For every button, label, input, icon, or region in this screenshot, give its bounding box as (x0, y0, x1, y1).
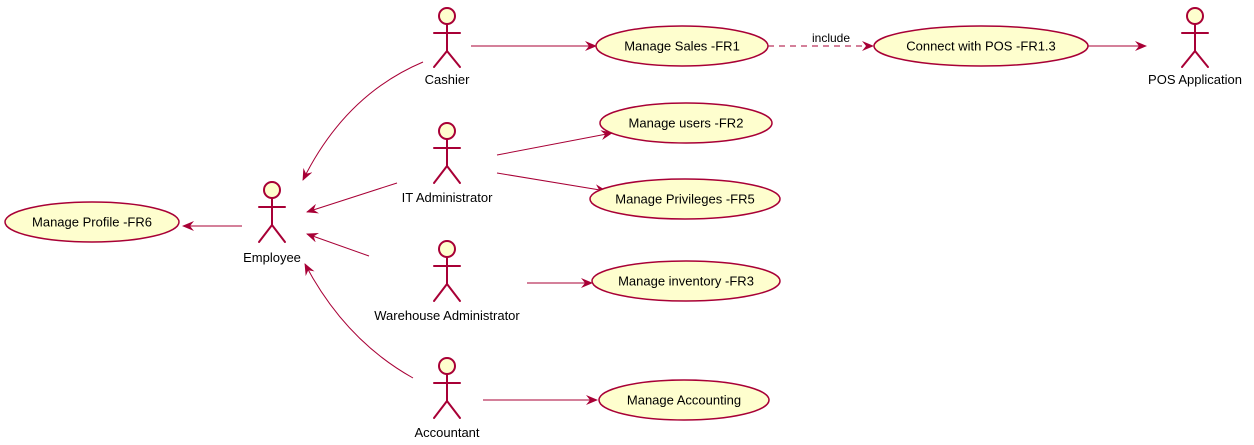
edges: include (182, 31, 1147, 405)
actor-label: Accountant (414, 425, 479, 440)
actor-head (438, 240, 456, 258)
actor-employee[interactable]: Employee (243, 181, 301, 265)
actor-label: IT Administrator (402, 190, 493, 205)
use-case-label: Connect with POS -FR1.3 (906, 39, 1056, 54)
use-case-manage-inventory[interactable]: Manage inventory -FR3 (591, 260, 781, 302)
actor-label: POS Application (1148, 72, 1242, 87)
actor-head (1186, 7, 1204, 25)
actor-pos-application[interactable]: POS Application (1148, 7, 1242, 87)
actor-label: Cashier (425, 72, 470, 87)
actor-head (438, 122, 456, 140)
actor-accountant[interactable]: Accountant (414, 357, 480, 440)
actor-warehouse-administrator[interactable]: Warehouse Administrator (374, 240, 520, 323)
edge-it-admin-employee (306, 182, 398, 214)
use-case-manage-users[interactable]: Manage users -FR2 (599, 102, 773, 144)
use-case-manage-accounting[interactable]: Manage Accounting (598, 379, 770, 421)
use-case-manage-profile[interactable]: Manage Profile -FR6 (4, 201, 180, 243)
actor-label: Warehouse Administrator (374, 308, 520, 323)
edge-accountant-employee (304, 263, 414, 379)
use-case-label: Manage Sales -FR1 (624, 39, 740, 54)
use-case-label: Manage Accounting (627, 393, 741, 408)
actor-label: Employee (243, 250, 301, 265)
actor-head (438, 7, 456, 25)
actor-cashier[interactable]: Cashier (425, 7, 470, 87)
actor-head (438, 357, 456, 375)
actor-head (263, 181, 281, 199)
include-label: include (812, 31, 850, 45)
use-case-label: Manage Privileges -FR5 (615, 192, 754, 207)
edge-it-admin-manage-users (496, 130, 613, 156)
edge-warehouse-employee (306, 232, 370, 257)
actor-it-administrator[interactable]: IT Administrator (402, 122, 493, 205)
edge-cashier-employee (302, 61, 424, 181)
use-case-manage-privileges[interactable]: Manage Privileges -FR5 (589, 178, 781, 220)
use-case-label: Manage inventory -FR3 (618, 274, 754, 289)
use-case-label: Manage Profile -FR6 (32, 215, 152, 230)
use-case-connect-pos[interactable]: Connect with POS -FR1.3 (873, 25, 1089, 67)
use-case-label: Manage users -FR2 (629, 116, 744, 131)
use-case-manage-sales[interactable]: Manage Sales -FR1 (595, 25, 769, 67)
edge-it-admin-manage-privileges (496, 172, 607, 195)
